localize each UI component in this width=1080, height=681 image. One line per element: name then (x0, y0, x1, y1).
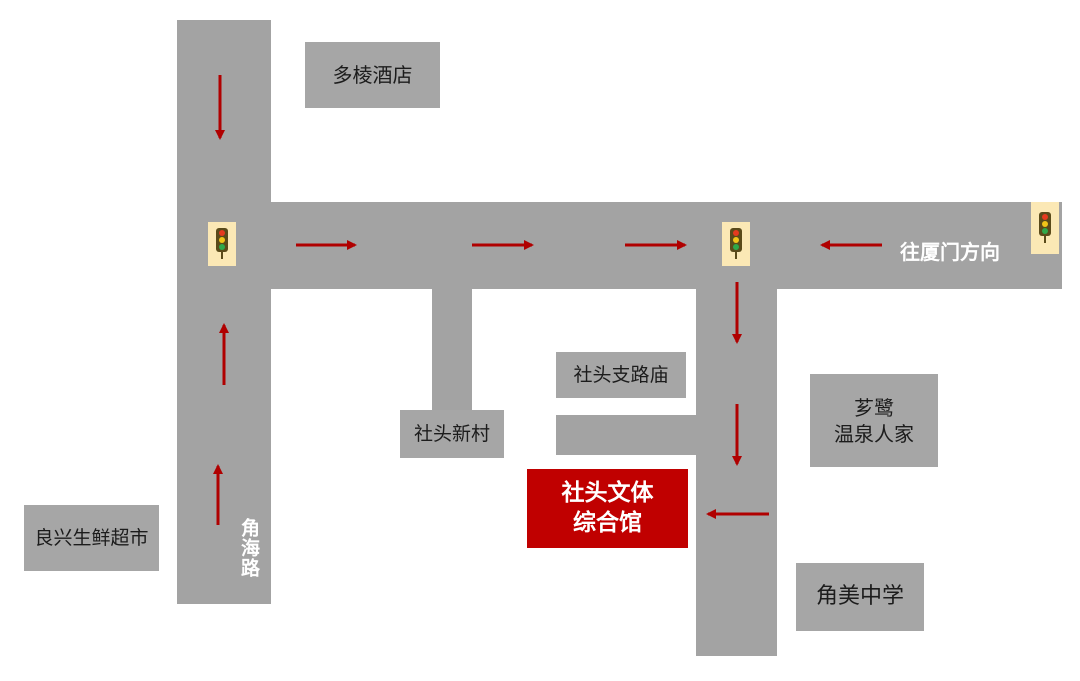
landmark-resort: 芗鹭 温泉人家 (810, 374, 938, 467)
destination-line2: 综合馆 (573, 509, 642, 536)
traffic-light-icon (730, 228, 742, 259)
landmark-temple-label: 社头支路庙 (573, 363, 669, 386)
road-village-branch (432, 289, 472, 410)
traffic-light-middle (722, 222, 750, 266)
road-label-jiaohai: 角海路 (238, 518, 260, 578)
landmark-village: 社头新村 (400, 410, 504, 458)
landmark-village-label: 社头新村 (413, 422, 490, 445)
road-label-xiamen-direction: 往厦门方向 (900, 240, 1000, 264)
traffic-light-left (208, 222, 236, 266)
road-jiaohai-vertical (177, 20, 271, 604)
landmark-resort-line1: 芗鹭 (854, 395, 894, 420)
traffic-light-icon (1039, 212, 1051, 243)
traffic-light-icon (216, 228, 228, 259)
traffic-light-right (1031, 202, 1059, 254)
landmark-resort-line2: 温泉人家 (834, 421, 914, 446)
landmark-school-label: 角美中学 (815, 583, 904, 609)
road-temple-branch (556, 415, 696, 455)
road-right-vertical (696, 289, 777, 656)
landmark-hotel: 多棱酒店 (305, 42, 440, 108)
landmark-school: 角美中学 (796, 563, 924, 631)
landmark-hotel-label: 多棱酒店 (332, 63, 413, 87)
landmark-market: 良兴生鲜超市 (24, 505, 159, 571)
destination-text: 社头文体 综合馆 (562, 479, 654, 539)
landmark-temple: 社头支路庙 (556, 352, 686, 398)
landmark-market-label: 良兴生鲜超市 (34, 526, 149, 549)
destination-sports-center: 社头文体 综合馆 (527, 469, 688, 548)
destination-line1: 社头文体 (561, 479, 654, 506)
landmark-resort-text: 芗鹭 温泉人家 (834, 395, 914, 447)
